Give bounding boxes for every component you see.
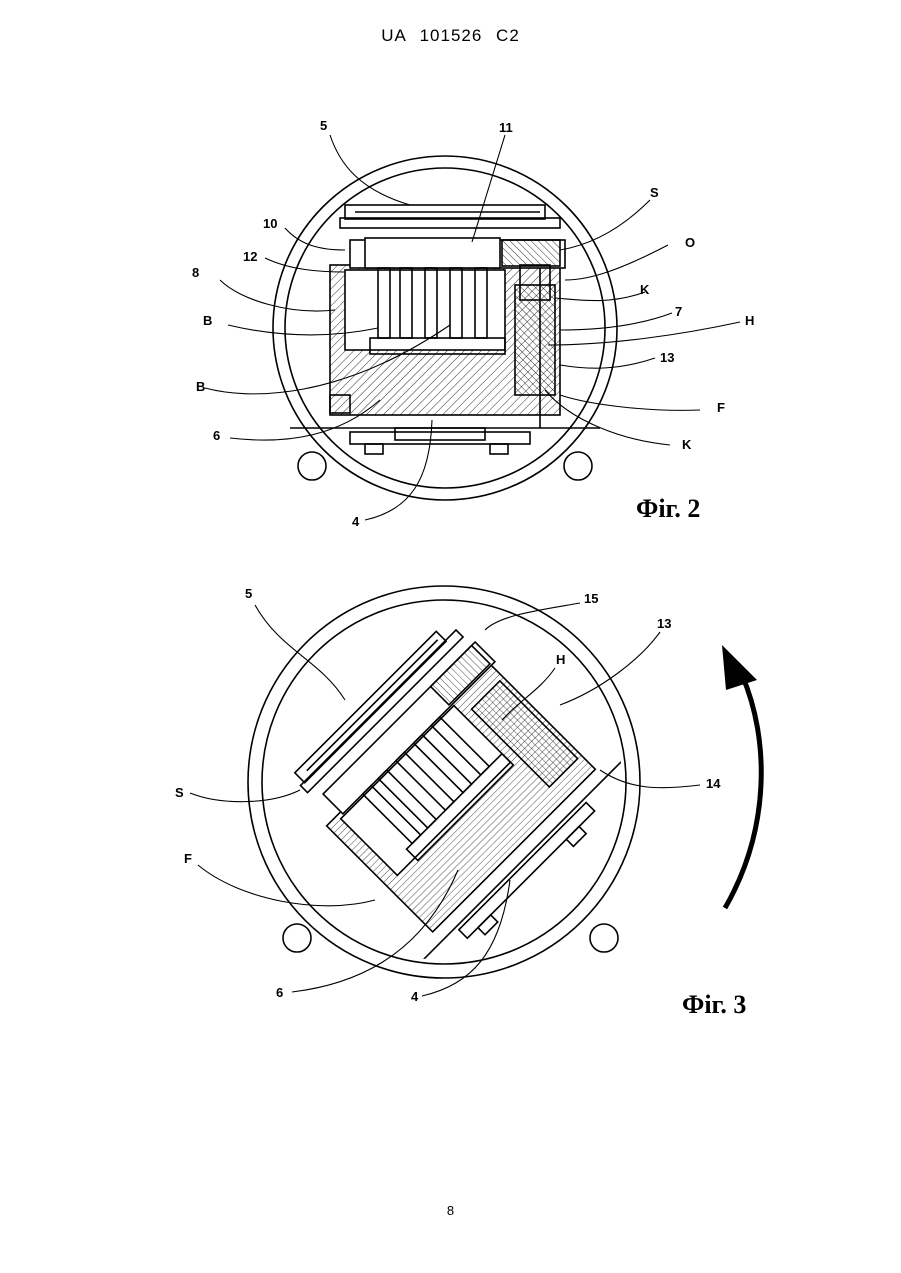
fig3-label-14: 14 xyxy=(706,776,721,791)
fig3-label-15: 15 xyxy=(584,591,598,606)
fig3-label-F: F xyxy=(184,851,192,866)
fig2-label-11: 11 xyxy=(499,120,513,135)
fig2-label-8: 8 xyxy=(192,265,199,280)
figure-2-drawing: 5 11 S 10 12 O 8 K B 7 H 13 B F 6 K 4 xyxy=(0,0,901,560)
fig2-label-4: 4 xyxy=(352,514,360,529)
fig3-rollers xyxy=(283,924,618,952)
fig2-label-6: 6 xyxy=(213,428,220,443)
fig2-label-12: 12 xyxy=(243,249,257,264)
figure-3-drawing: 5 15 13 H 14 S F 6 4 xyxy=(0,560,901,1040)
fig2-label-F: F xyxy=(717,400,725,415)
fig2-label-10: 10 xyxy=(263,216,277,231)
fig3-label-5: 5 xyxy=(245,586,252,601)
page-number: 8 xyxy=(0,1203,901,1218)
fig2-label-B1: B xyxy=(203,313,212,328)
fig2-base-rail xyxy=(350,428,530,454)
figure-2-caption: Фіг. 2 xyxy=(636,494,700,524)
fig2-label-O: O xyxy=(685,235,695,250)
fig2-label-7: 7 xyxy=(675,304,682,319)
fig2-label-H: H xyxy=(745,313,754,328)
fig3-label-6: 6 xyxy=(276,985,283,1000)
fig3-label-4: 4 xyxy=(411,989,419,1004)
fig2-label-B2: B xyxy=(196,379,205,394)
fig2-label-13: 13 xyxy=(660,350,674,365)
fig3-housing xyxy=(248,586,651,988)
fig2-label-5: 5 xyxy=(320,118,327,133)
fig2-label-K2: K xyxy=(682,437,692,452)
fig2-label-S: S xyxy=(650,185,659,200)
fig3-rotation-arrow xyxy=(722,645,761,908)
fig2-label-K1: K xyxy=(640,282,650,297)
fig3-label-13: 13 xyxy=(657,616,671,631)
figure-3-caption: Фіг. 3 xyxy=(682,990,746,1020)
fig3-label-H: H xyxy=(556,652,565,667)
fig3-label-S: S xyxy=(175,785,184,800)
